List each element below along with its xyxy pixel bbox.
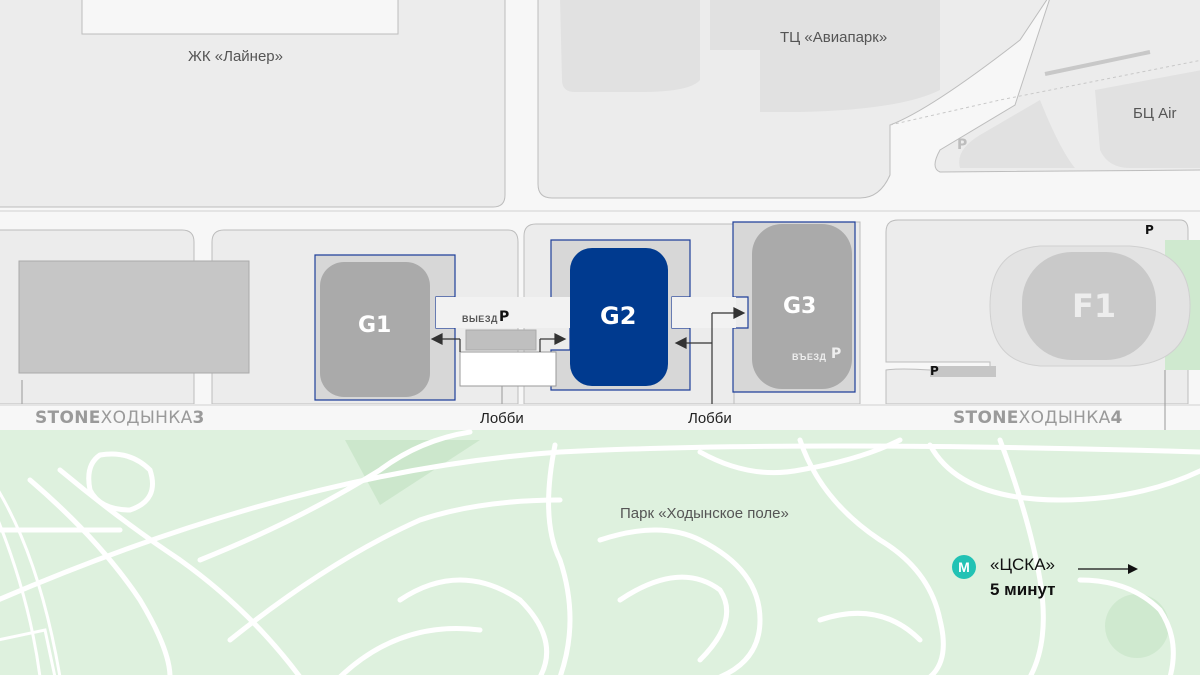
f1-parking-strip [930, 366, 996, 377]
building-g1-label: G1 [358, 313, 392, 338]
lobby-left-connector [465, 329, 537, 351]
building-g3-label: G3 [783, 294, 817, 319]
stone3-west-building [18, 260, 250, 374]
bc-air-building [1095, 70, 1200, 168]
label-liner: ЖК «Лайнер» [188, 48, 283, 65]
metro-station-name: «ЦСКА» [990, 555, 1056, 574]
top-blocks [0, 0, 1200, 208]
brand-hodynka-3: ХОДЫНКА [100, 408, 193, 428]
f1-stadium [989, 245, 1191, 367]
brand-stone-3-bold: STONE [35, 408, 101, 428]
brand-number-4: 4 [1110, 408, 1123, 428]
parking-icon-g1: P [499, 309, 510, 325]
building-g2-label: G2 [600, 302, 637, 330]
aviapark-wing-left [560, 0, 700, 92]
g1-exit-label: ВЫЕЗД [462, 314, 498, 324]
g3-building [752, 224, 852, 389]
flow-arrows [430, 307, 746, 404]
main-road [0, 210, 1200, 222]
lobby-left-box [459, 351, 557, 387]
brand-stone-4-bold: STONE [953, 408, 1019, 428]
aviapark-wing-right [710, 0, 940, 112]
block-liner [0, 0, 506, 208]
brand-stone-hodynka-4: STONEХОДЫНКА4 [953, 408, 1123, 428]
g1-building [320, 262, 430, 397]
brand-hodynka-4: ХОДЫНКА [1018, 408, 1111, 428]
block-liner-court [81, 0, 399, 35]
dashed-boundary [889, 59, 1200, 126]
arrow-right-icon-1 [554, 333, 567, 345]
park-edge-roads [0, 490, 62, 675]
label-park: Парк «Ходынское поле» [620, 505, 789, 522]
metro-arrow-icon [1078, 564, 1138, 574]
parking-icon-f1-south: P [930, 364, 939, 378]
metro-walk-time: 5 минут [990, 580, 1056, 599]
sidewalk [0, 404, 1200, 428]
parking-icon-f1-north: P [1145, 223, 1154, 237]
g3-exit-label: ВЪЕЗД [792, 352, 827, 362]
label-bc-air: БЦ Air [1133, 105, 1177, 122]
label-aviapark: ТЦ «Авиапарк» [780, 29, 888, 46]
parking-icon-g3: P [831, 346, 842, 362]
label-lobby-right: Лобби [688, 410, 732, 427]
brand-stone-hodynka-3: STONEХОДЫНКА3 [35, 408, 205, 428]
park [0, 429, 1200, 675]
bc-air-parking-building [959, 100, 1075, 168]
arrow-left-icon-1 [430, 333, 443, 345]
metro-icon: M [952, 555, 976, 579]
g2-building [570, 248, 668, 386]
brand-number-3: 3 [192, 408, 205, 428]
label-lobby-left: Лобби [480, 410, 524, 427]
park-paths [0, 429, 1200, 675]
bridge-strip [1044, 50, 1151, 76]
arrow-left-icon-2 [674, 337, 687, 349]
arrow-right-icon-2 [733, 307, 746, 319]
building-f1-label: F1 [1072, 287, 1117, 325]
parking-icon-air: P [957, 137, 968, 153]
park-pond [1105, 594, 1169, 658]
